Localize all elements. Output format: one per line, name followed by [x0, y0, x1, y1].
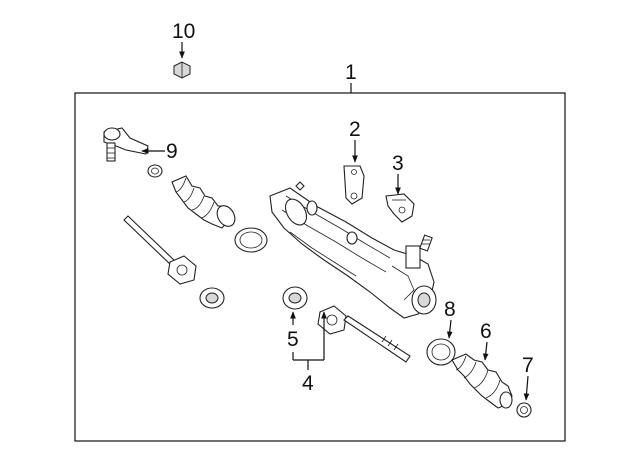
part-10-nut[interactable] [173, 61, 191, 79]
callout-3: 3 [392, 152, 404, 175]
callout-5: 5 [287, 328, 299, 351]
part-2-bracket[interactable] [343, 165, 365, 205]
callout-10: 10 [172, 20, 195, 43]
part-6-boot[interactable] [451, 353, 513, 409]
part-7-clip[interactable] [516, 402, 532, 418]
part-4-inner-tie-rod[interactable] [317, 305, 411, 363]
part-5-bushing[interactable] [282, 286, 308, 310]
callout-7: 7 [522, 354, 534, 377]
leader-8 [446, 319, 453, 339]
part-9-tie-rod-end[interactable] [103, 127, 149, 162]
leader-7 [523, 375, 530, 401]
rack-housing[interactable] [269, 181, 437, 319]
left-boot [171, 175, 236, 229]
part-3-bracket[interactable] [385, 193, 415, 223]
callout-1: 1 [345, 61, 357, 84]
callout-6: 6 [480, 320, 492, 343]
callout-4: 4 [302, 372, 314, 395]
assembly-frame [74, 92, 566, 442]
callout-9: 9 [166, 140, 178, 163]
small-clip-left [147, 164, 163, 178]
left-band-clamp [234, 227, 268, 253]
left-inner-tie-rod [123, 215, 197, 285]
callout-8: 8 [444, 298, 456, 321]
callout-2: 2 [349, 118, 361, 141]
part-8-clamp[interactable] [426, 338, 456, 366]
left-bushing [199, 287, 225, 309]
leader-6 [482, 341, 489, 361]
